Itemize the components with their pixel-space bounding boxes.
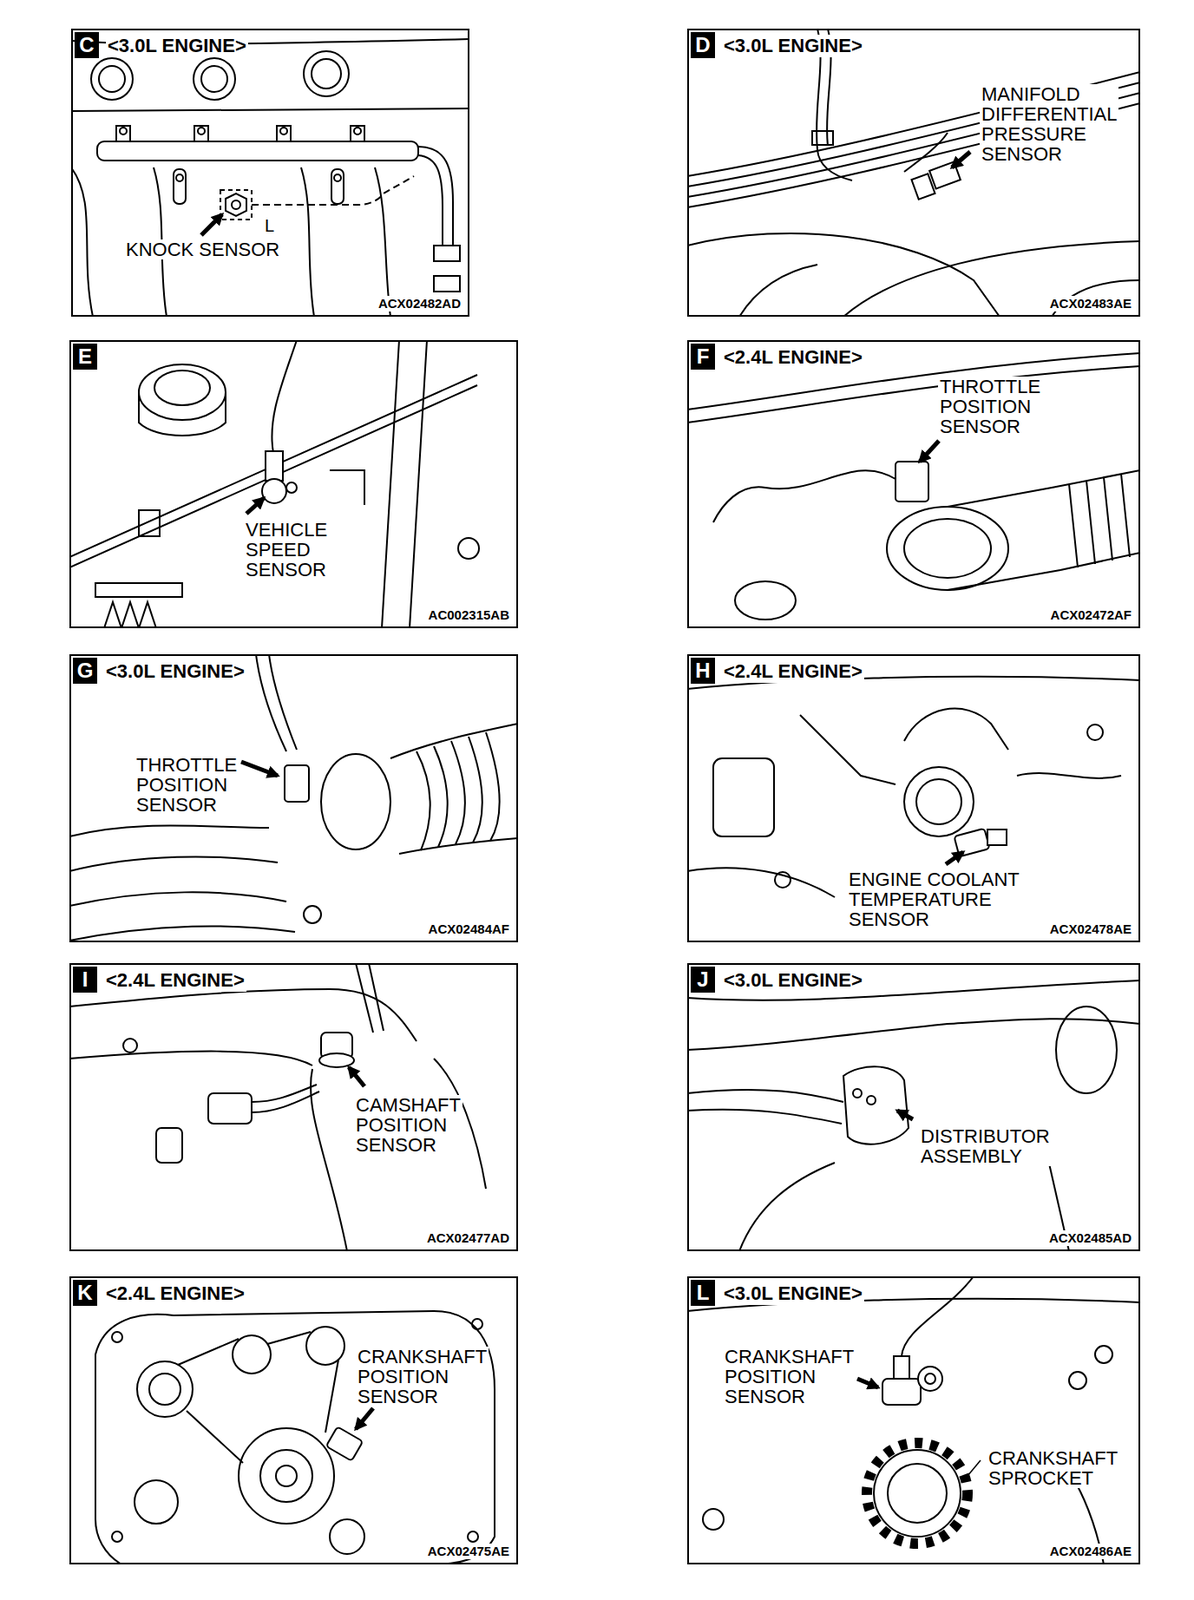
pointer-arrow [246,498,264,514]
engine-label: <3.0L ENGINE> [721,1282,865,1306]
figure-letter-tag: K [72,1279,98,1306]
throttle-position-sensor-illustration [687,353,1141,620]
throttle-position-sensor-illustration [69,654,519,941]
figure-panel: <3.0L ENGINE> THROTTLE POSITION SENSOR ACX… [69,654,519,943]
leader-line [963,1460,981,1482]
figure-code: ACX02478AE [1048,921,1134,938]
figure-code: ACX02477AD [425,1230,512,1247]
pointer-arrow [241,761,278,776]
figure-panel: <2.4L ENGINE> CAMSHAFT POSITION SENSOR ACX… [69,963,519,1252]
distributor-illustration [687,980,1141,1252]
dimension-letter: L [262,216,276,236]
figure-letter: E [78,345,92,368]
figure-panel: <2.4L ENGINE> CRANKSHAFT POSITION SENSOR A… [69,1276,519,1565]
pointer-arrow [919,440,939,462]
figure-panel: <2.4L ENGINE> THROTTLE POSITION SENSOR ACX… [687,340,1141,629]
figure-code: AC002315AB [426,607,512,624]
part-label: VEHICLE SPEED SENSOR [243,519,329,580]
figure-letter-tag: J [690,966,716,993]
figure-letter: H [695,659,710,683]
pointer-arrow [201,214,223,236]
figure-letter: I [82,968,89,991]
figure-code: ACX02484AF [426,921,512,938]
figure-code: ACX02482AD [376,295,463,312]
pointer-arrow [857,1378,879,1388]
figure-panel: VEHICLE SPEED SENSOR AC002315AB E [69,340,519,629]
map-sensor-illustration [687,28,1141,317]
figure-panel: <2.4L ENGINE> ENGINE COOLANT TEMPERATURE … [687,654,1141,943]
figure-letter-tag: L [690,1279,716,1306]
engine-label: <2.4L ENGINE> [721,346,865,369]
part-label: CAMSHAFT POSITION SENSOR [354,1095,463,1155]
vehicle-speed-sensor-illustration [69,340,479,629]
coolant-sensor-illustration [687,676,1141,898]
part-label: KNOCK SENSOR [124,239,282,260]
figure-letter-tag: H [690,657,716,684]
figure-letter: J [696,968,709,991]
figure-letter-tag: I [72,966,98,993]
part-label: CRANKSHAFT SPROCKET [986,1448,1120,1489]
engine-label: <3.0L ENGINE> [105,34,249,58]
figure-letter-tag: G [72,657,98,684]
figure-letter-tag: E [72,343,98,370]
figure-code: ACX02485AD [1047,1230,1134,1247]
part-label: THROTTLE POSITION SENSOR [134,754,239,815]
figure-panel: <3.0L ENGINE> DISTRIBUTOR ASSEMBLY ACX0248… [687,963,1141,1252]
part-label: MANIFOLD DIFFERENTIAL PRESSURE SENSOR [979,84,1119,165]
pointer-arrow [945,852,964,865]
camshaft-sensor-illustration [69,963,486,1252]
engine-label: <3.0L ENGINE> [104,660,247,683]
figure-letter: F [696,345,710,368]
pointer-arrow [348,1067,365,1087]
pointer-arrow [951,151,971,168]
part-label: ENGINE COOLANT TEMPERATURE SENSOR [846,869,1029,930]
figure-letter-tag: F [690,343,716,370]
part-label: DISTRIBUTOR ASSEMBLY [918,1126,1052,1167]
figure-code: ACX02472AF [1049,607,1134,624]
figure-letter-tag: D [690,32,716,59]
figure-letter: D [695,33,710,57]
figure-code: ACX02483AE [1048,295,1134,312]
pointer-arrow [897,1110,913,1120]
figure-panel: <3.0L ENGINE> CRANKSHAFT POSITION SENSOR C… [687,1276,1141,1565]
knock-sensor-illustration [71,39,470,317]
figure-code: ACX02486AE [1048,1543,1134,1560]
pointer-arrow [355,1408,374,1430]
crankshaft-sensor-illustration [95,1311,495,1565]
figure-letter: G [77,659,94,683]
engine-label: <3.0L ENGINE> [721,34,865,58]
engine-label: <3.0L ENGINE> [721,969,865,992]
part-label: CRANKSHAFT POSITION SENSOR [355,1346,489,1407]
figure-code: ACX02475AE [426,1543,512,1560]
figure-letter: K [77,1281,92,1305]
figure-letter-tag: C [74,32,99,59]
crankshaft-sprocket-illustration [687,1276,1141,1565]
figure-panel: <3.0L ENGINE> L KNOCK SENSOR ACX02482AD C [71,28,470,317]
figure-panel: <3.0L ENGINE> MANIFOLD DIFFERENTIAL PRESS… [687,28,1141,317]
engine-label: <2.4L ENGINE> [721,660,865,683]
part-label: CRANKSHAFT POSITION SENSOR [722,1346,856,1407]
figure-letter: C [78,33,94,57]
figure-letter: L [696,1281,710,1305]
engine-label: <2.4L ENGINE> [104,969,247,992]
part-label: THROTTLE POSITION SENSOR [938,376,1043,437]
engine-label: <2.4L ENGINE> [104,1282,247,1306]
